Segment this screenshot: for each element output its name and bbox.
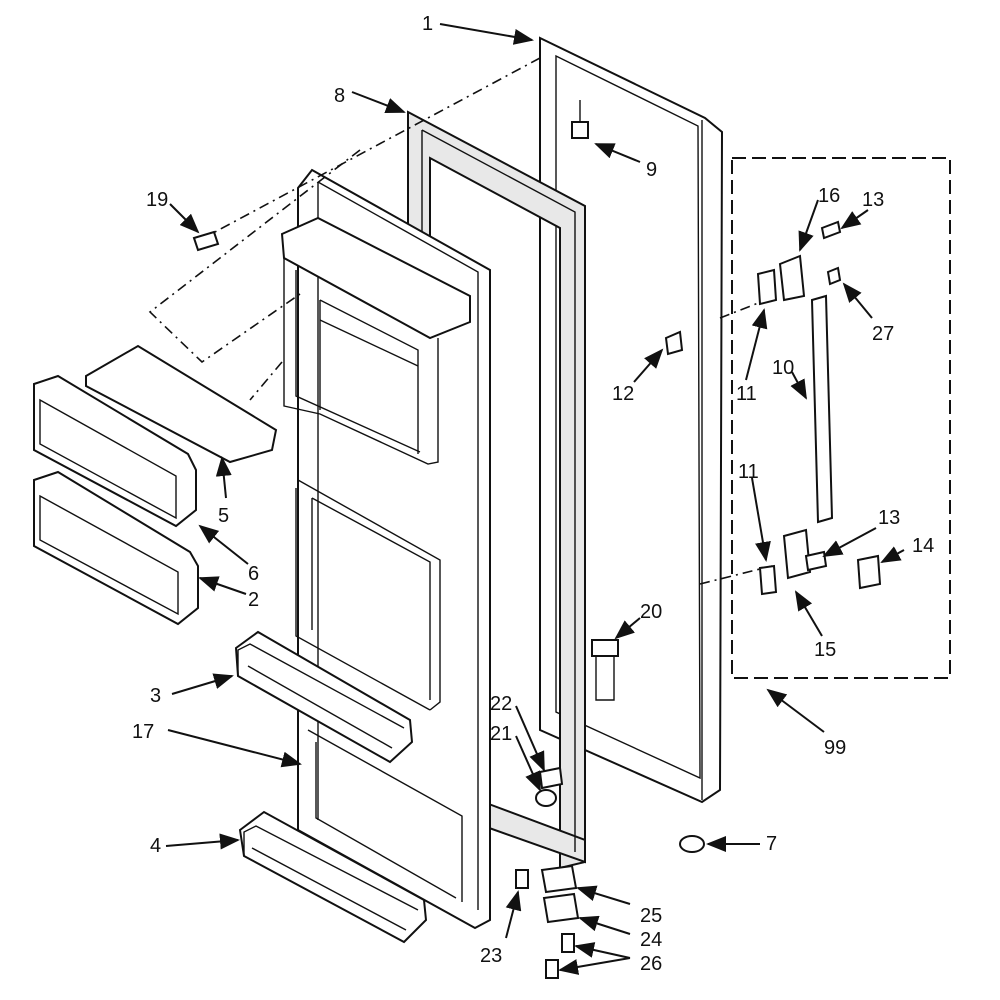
callout-16: 16 bbox=[818, 185, 840, 207]
shelf-cover bbox=[85, 344, 278, 464]
callout-2: 2 bbox=[248, 589, 259, 611]
callout-14: 14 bbox=[912, 535, 934, 557]
plug-part-9 bbox=[571, 100, 589, 139]
callout-7: 7 bbox=[766, 833, 777, 855]
callout-99: 99 bbox=[824, 737, 846, 759]
callout-20: 20 bbox=[640, 601, 662, 623]
callout-labels: 1 8 9 19 16 13 27 11 10 12 5 6 2 11 13 1… bbox=[132, 13, 934, 975]
bin-front bbox=[33, 470, 199, 626]
callout-11-top: 11 bbox=[736, 383, 757, 405]
callout-8: 8 bbox=[334, 85, 345, 107]
callout-21: 21 bbox=[490, 723, 512, 745]
callout-24: 24 bbox=[640, 929, 662, 951]
callout-17: 17 bbox=[132, 721, 154, 743]
hinge-bracket-20 bbox=[591, 639, 619, 701]
dairy-bin bbox=[33, 374, 197, 528]
callout-6: 6 bbox=[248, 563, 259, 585]
callout-15: 15 bbox=[814, 639, 836, 661]
alignment-line bbox=[199, 57, 541, 241]
callout-9: 9 bbox=[646, 159, 657, 181]
callout-13-top: 13 bbox=[862, 189, 884, 211]
callout-19: 19 bbox=[146, 189, 168, 211]
callout-4: 4 bbox=[150, 835, 161, 857]
callout-3: 3 bbox=[150, 685, 161, 707]
callout-23: 23 bbox=[480, 945, 502, 967]
clip-12 bbox=[664, 330, 684, 356]
alignment-line bbox=[699, 565, 773, 585]
cap-14 bbox=[856, 554, 882, 590]
callout-22: 22 bbox=[490, 693, 512, 715]
leader-lines bbox=[165, 23, 905, 975]
alignment-line bbox=[719, 299, 767, 319]
callout-1: 1 bbox=[422, 13, 433, 35]
inner-door-liner bbox=[280, 168, 491, 930]
hinge-kit-box bbox=[731, 157, 951, 679]
callout-13-bottom: 13 bbox=[878, 507, 900, 529]
foot-7 bbox=[679, 835, 705, 853]
door-bin-lower bbox=[238, 810, 428, 944]
callout-26: 26 bbox=[640, 953, 662, 975]
hinge-top-16-11 bbox=[756, 220, 842, 306]
door-stop-bar-10 bbox=[810, 294, 834, 524]
alignment-line bbox=[148, 149, 361, 364]
callout-25: 25 bbox=[640, 905, 662, 927]
callout-5: 5 bbox=[218, 505, 229, 527]
callout-10: 10 bbox=[772, 357, 794, 379]
callout-11-bottom: 11 bbox=[738, 461, 759, 483]
door-bin-upper bbox=[234, 630, 414, 764]
callout-12: 12 bbox=[612, 383, 634, 405]
hinge-parts-21-22 bbox=[535, 766, 564, 807]
alignment-line bbox=[249, 361, 283, 401]
screws-23-26 bbox=[515, 869, 575, 979]
hinge-plates-24-25 bbox=[540, 864, 580, 924]
screw-19 bbox=[192, 230, 220, 252]
callout-27: 27 bbox=[872, 323, 894, 345]
hinge-bottom-15-11 bbox=[758, 528, 828, 596]
